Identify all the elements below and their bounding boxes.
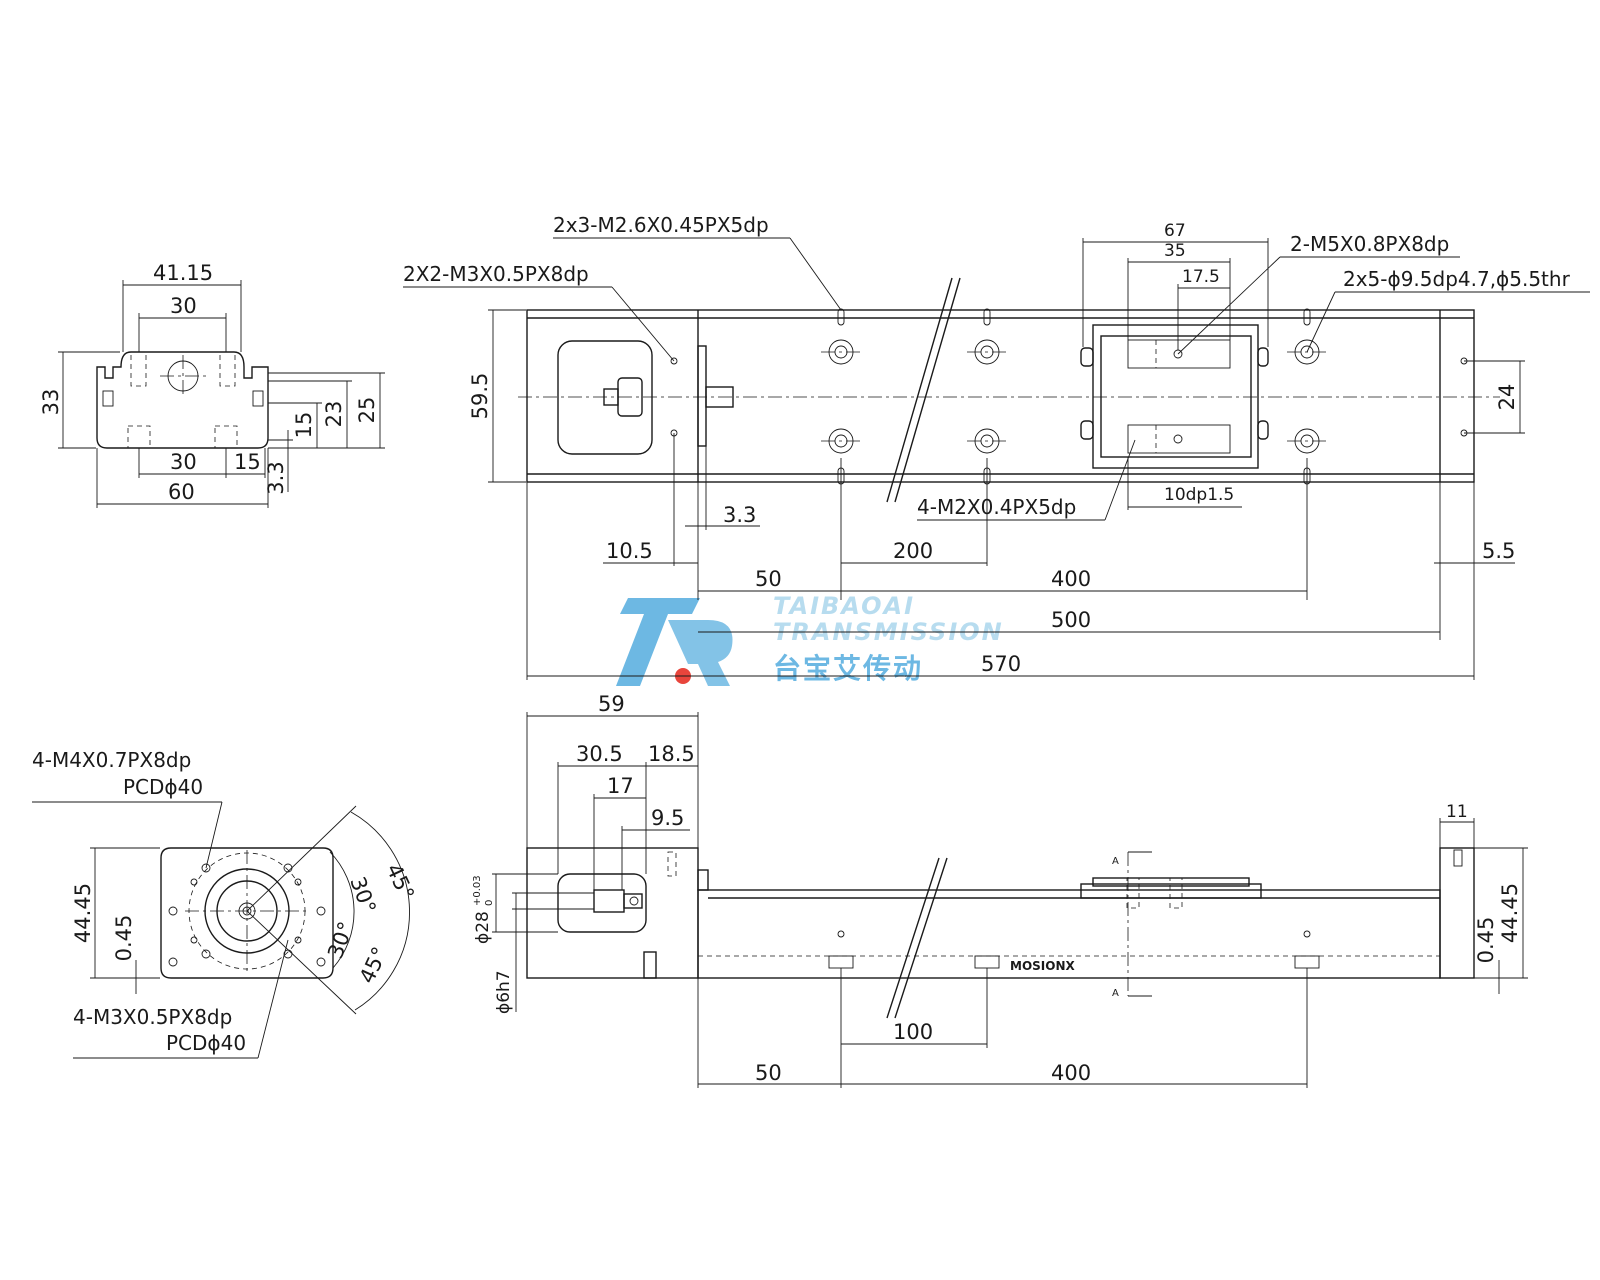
watermark-line1: TAIBAOAI: [773, 592, 915, 620]
dim-11: 11: [1446, 802, 1468, 822]
carriage: [1092, 324, 1259, 469]
dim-17-5: 17.5: [1182, 267, 1220, 287]
dim-41-15: 41.15: [153, 261, 213, 285]
watermark-logo-b: [668, 620, 733, 686]
motor-cover: [557, 340, 653, 455]
callout-m3: 2X2-M3X0.5PX8dp: [403, 262, 589, 286]
section-a-bottom: A: [1112, 988, 1119, 999]
dim-phi28-tol-up: +0.03: [472, 875, 483, 906]
dim-25: 25: [355, 397, 379, 424]
dim-0-45-side: 0.45: [1474, 917, 1498, 964]
dim-phi28-tol-lo: 0: [484, 900, 495, 906]
plan-body: [526, 309, 1475, 483]
carriage-side: [1080, 883, 1262, 899]
watermark-logo-t: [616, 598, 700, 686]
flange-plate: [160, 847, 334, 979]
dim-59-5: 59.5: [468, 373, 492, 420]
plan-view: 2x3-M2.6X0.45PX5dp 2X2-M3X0.5PX8dp 2-M5X…: [403, 213, 1590, 680]
brand-logo: MOSIONX: [1010, 959, 1075, 973]
dim-18-5: 18.5: [648, 742, 695, 766]
counterbore-holes: [821, 339, 1327, 454]
dim-phi28: ϕ28: [473, 911, 493, 944]
motor-flange-view: 45° 30° 30° 45° 4-M4X0.7PX8dp PCDϕ40 4-M…: [32, 748, 419, 1059]
callout-10dp1-5: 10dp1.5: [1164, 485, 1234, 505]
callout-m5: 2-M5X0.8PX8dp: [1290, 232, 1449, 256]
dim-33: 33: [39, 389, 63, 416]
dim-phi6h7: ϕ6h7: [494, 970, 514, 1014]
dim-44-45-flange: 44.45: [71, 883, 95, 943]
angle-30-bottom: 30°: [323, 919, 358, 962]
dim-15-vertical: 15: [292, 412, 316, 439]
end-profile: [96, 351, 269, 449]
dim-60: 60: [168, 480, 195, 504]
dim-44-45-side: 44.45: [1498, 883, 1522, 943]
side-view: MOSIONX A A 59 30.5 18.5 17 9.5 11 ϕ28: [472, 692, 1528, 1088]
callout-m4: 4-M4X0.7PX8dp: [32, 748, 191, 772]
dim-59: 59: [598, 692, 625, 716]
angle-30-top: 30°: [345, 874, 380, 917]
callout-holes: 2x5-ϕ9.5dp4.7,ϕ5.5thr: [1343, 267, 1571, 291]
dim-200: 200: [893, 539, 933, 563]
dim-24: 24: [1495, 384, 1519, 411]
dim-35: 35: [1164, 241, 1186, 261]
dim-9-5: 9.5: [651, 806, 684, 830]
dim-3-3-plan: 3.3: [723, 503, 756, 527]
callout-m3-pcd: PCDϕ40: [166, 1031, 246, 1055]
watermark: TAIBAOAI TRANSMISSION 台宝艾传动: [616, 592, 1002, 686]
dim-5-5: 5.5: [1482, 539, 1515, 563]
end-view-top: 41.15 30 33 25 23 15 30 15 3.3 60: [39, 261, 385, 508]
section-a-top: A: [1112, 856, 1119, 867]
dim-67: 67: [1164, 221, 1186, 241]
dim-0-45-flange: 0.45: [112, 915, 136, 962]
callout-m3-flange: 4-M3X0.5PX8dp: [73, 1005, 232, 1029]
dim-100: 100: [893, 1020, 933, 1044]
dim-570: 570: [981, 652, 1021, 676]
dim-30-top: 30: [170, 294, 197, 318]
motor-block: [526, 847, 699, 979]
dim-50-side: 50: [755, 1061, 782, 1085]
dim-30-bottom: 30: [170, 450, 197, 474]
callout-m2-6: 2x3-M2.6X0.45PX5dp: [553, 213, 769, 237]
dim-50-plan: 50: [755, 567, 782, 591]
dim-23: 23: [322, 401, 346, 428]
callout-m2: 4-M2X0.4PX5dp: [917, 495, 1076, 519]
callout-m4-pcd: PCDϕ40: [123, 775, 203, 799]
dim-500: 500: [1051, 608, 1091, 632]
dim-400-side: 400: [1051, 1061, 1091, 1085]
end-block: [1439, 847, 1475, 979]
dim-10-5: 10.5: [606, 539, 653, 563]
angle-45-top: 45°: [381, 860, 418, 904]
dim-30-5: 30.5: [576, 742, 623, 766]
dim-17: 17: [607, 774, 634, 798]
watermark-chinese: 台宝艾传动: [773, 652, 923, 685]
dim-15-horizontal: 15: [234, 450, 261, 474]
dim-400-plan: 400: [1051, 567, 1091, 591]
